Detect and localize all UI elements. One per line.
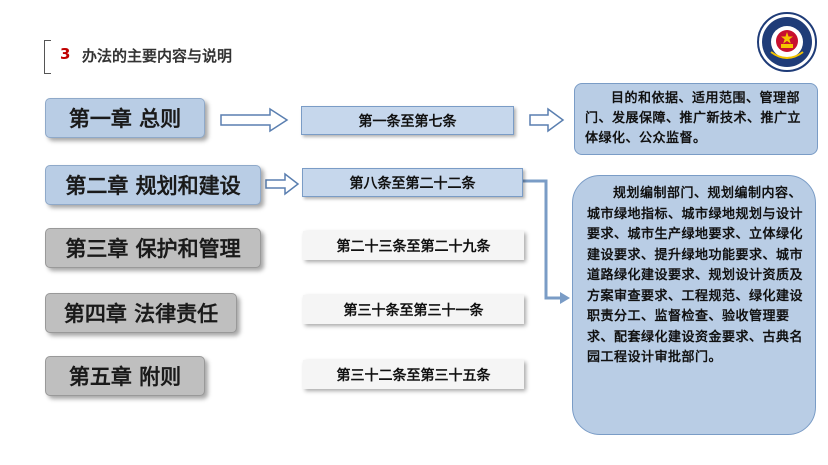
articles-ch4: 第三十条至第三十一条 <box>303 295 524 324</box>
arrow-ch2-to-articles <box>265 172 300 196</box>
note-chapter-1: 目的和依据、适用范围、管理部门、发展保障、推广新技术、推广立体绿化、公众监督。 <box>574 83 818 155</box>
articles-ch5: 第三十二条至第三十五条 <box>303 360 524 389</box>
articles-ch1: 第一条至第七条 <box>301 106 514 135</box>
arrow-ch1-to-articles <box>220 107 289 133</box>
emblem-logo-icon <box>757 12 817 72</box>
articles-ch2: 第八条至第二十二条 <box>302 168 523 197</box>
chapter-1-box: 第一章 总则 <box>45 98 205 138</box>
section-number: 3 <box>60 45 71 63</box>
arrow-articles-to-note1 <box>529 107 565 133</box>
articles-ch3: 第二十三条至第二十九条 <box>303 231 524 260</box>
section-title: 办法的主要内容与说明 <box>82 47 233 65</box>
chapter-5-box: 第五章 附则 <box>45 356 205 396</box>
note-chapter-2: 规划编制部门、规划编制内容、城市绿地指标、城市绿地规划与设计要求、城市生产绿地要… <box>572 175 816 435</box>
connector-articles2-to-note2 <box>523 179 564 300</box>
chapter-2-box: 第二章 规划和建设 <box>45 165 261 205</box>
chapter-4-box: 第四章 法律责任 <box>45 293 237 333</box>
header-bracket <box>44 40 51 74</box>
chapter-3-box: 第三章 保护和管理 <box>45 228 261 268</box>
